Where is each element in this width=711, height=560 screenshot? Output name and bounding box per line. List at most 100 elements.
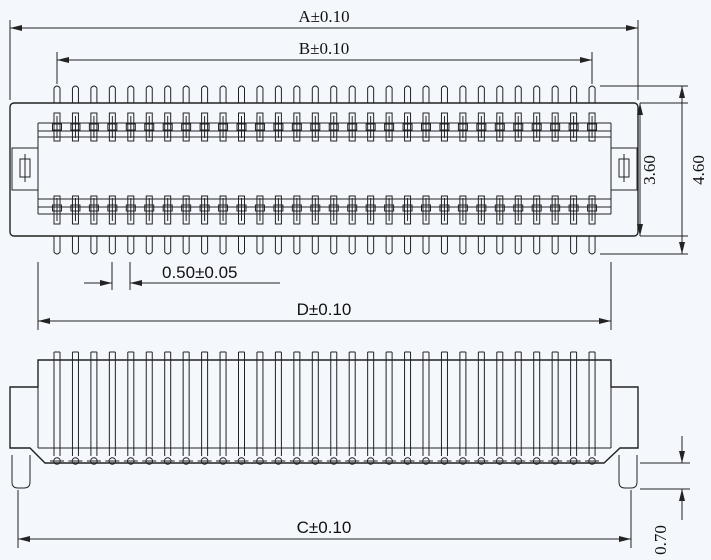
bottom-row-pin <box>513 195 524 255</box>
side-pin <box>455 351 470 465</box>
top-row-pin <box>52 85 62 142</box>
top-row-pin <box>384 85 395 142</box>
dimension-a: A±0.10 <box>9 7 639 100</box>
bottom-row-pin <box>125 195 136 255</box>
side-pin <box>363 351 378 465</box>
bottom-row-pin <box>144 195 155 255</box>
top-row-pin <box>476 85 487 142</box>
bottom-row-pin <box>550 195 561 255</box>
dimension-standoff: 0.70 <box>640 436 690 555</box>
dimension-pitch-label: 0.50±0.05 <box>162 263 238 282</box>
side-pin <box>86 351 101 465</box>
top-row-pin <box>494 85 505 142</box>
dimension-pitch: 0.50±0.05 <box>84 262 280 290</box>
top-row-pin <box>347 85 358 142</box>
top-row-pin <box>439 85 450 142</box>
side-pin <box>179 351 194 465</box>
top-row-pin <box>291 85 302 142</box>
side-pin <box>345 351 360 465</box>
top-row-pin <box>587 85 598 142</box>
dimension-outer-height-label: 4.60 <box>689 155 708 185</box>
top-view <box>9 85 639 255</box>
top-row-pin <box>88 85 99 142</box>
side-pin <box>197 351 212 465</box>
top-row-pin <box>70 85 81 142</box>
top-row-pin <box>199 85 210 142</box>
left-board-post <box>11 455 31 489</box>
dimension-d: D±0.10 <box>37 262 612 330</box>
side-pin <box>142 351 157 465</box>
top-row-pin <box>531 85 542 142</box>
top-row-pin <box>144 85 155 142</box>
bottom-row-pin <box>421 195 431 255</box>
dimension-d-label: D±0.10 <box>297 300 352 319</box>
bottom-row-pin <box>107 195 118 255</box>
bottom-row-pin <box>181 195 192 255</box>
bottom-row-pin <box>254 195 265 255</box>
side-pin <box>160 351 175 465</box>
top-row-pins <box>52 85 598 142</box>
right-board-post <box>618 455 638 489</box>
side-view <box>9 351 639 489</box>
dimension-c-label: C±0.10 <box>297 518 352 537</box>
bottom-row-pin <box>587 195 598 255</box>
dimension-b: B±0.10 <box>56 39 593 84</box>
side-pin <box>585 351 600 465</box>
bottom-row-pin <box>531 195 542 255</box>
top-row-pin <box>365 85 376 142</box>
side-pin <box>252 351 267 465</box>
top-row-pin <box>513 85 524 142</box>
dimension-height: 3.60 4.60 <box>600 85 708 255</box>
side-pin <box>50 351 64 465</box>
side-pin <box>437 351 452 465</box>
bottom-row-pin <box>70 195 81 255</box>
side-pin <box>123 351 138 465</box>
bottom-row-pin <box>52 195 62 255</box>
bottom-row-pin <box>494 195 505 255</box>
bottom-row-pin <box>439 195 450 255</box>
dimension-standoff-label: 0.70 <box>651 525 670 555</box>
top-row-pin <box>402 85 413 142</box>
top-row-pin <box>568 85 579 142</box>
top-row-pin <box>550 85 561 142</box>
side-pin <box>271 351 286 465</box>
side-pin <box>492 351 507 465</box>
bottom-row-pin <box>402 195 413 255</box>
bottom-row-pin <box>273 195 284 255</box>
top-row-pin <box>254 85 265 142</box>
bottom-row-pin <box>328 195 339 255</box>
side-pin <box>68 351 83 465</box>
side-pin <box>216 351 231 465</box>
side-pin <box>400 351 415 465</box>
bottom-row-pin <box>384 195 395 255</box>
bottom-row-pin <box>568 195 579 255</box>
bottom-row-pin <box>365 195 376 255</box>
top-row-pin <box>162 85 173 142</box>
bottom-row-pin <box>199 195 210 255</box>
side-pin <box>566 351 581 465</box>
bottom-row-pin <box>291 195 302 255</box>
bottom-row-pin <box>236 195 247 255</box>
side-pin <box>326 351 341 465</box>
top-row-pin <box>421 85 431 142</box>
top-row-pin <box>457 85 468 142</box>
side-pin <box>382 351 397 465</box>
bottom-row-pin <box>347 195 358 255</box>
top-row-pin <box>125 85 136 142</box>
side-view-housing-outline <box>9 359 639 464</box>
side-view-pins <box>50 351 600 465</box>
bottom-row-pin <box>310 195 321 255</box>
top-row-pin <box>236 85 247 142</box>
bottom-row-pin <box>88 195 99 255</box>
top-row-pin <box>218 85 229 142</box>
side-pin <box>548 351 563 465</box>
side-pin <box>529 351 544 465</box>
dimension-b-label: B±0.10 <box>299 39 349 58</box>
side-pin <box>105 351 120 465</box>
dimension-a-label: A±0.10 <box>298 7 349 26</box>
bottom-row-pin <box>457 195 468 255</box>
side-pin <box>419 351 433 465</box>
dimension-inner-height-label: 3.60 <box>640 155 659 185</box>
side-pin <box>308 351 323 465</box>
